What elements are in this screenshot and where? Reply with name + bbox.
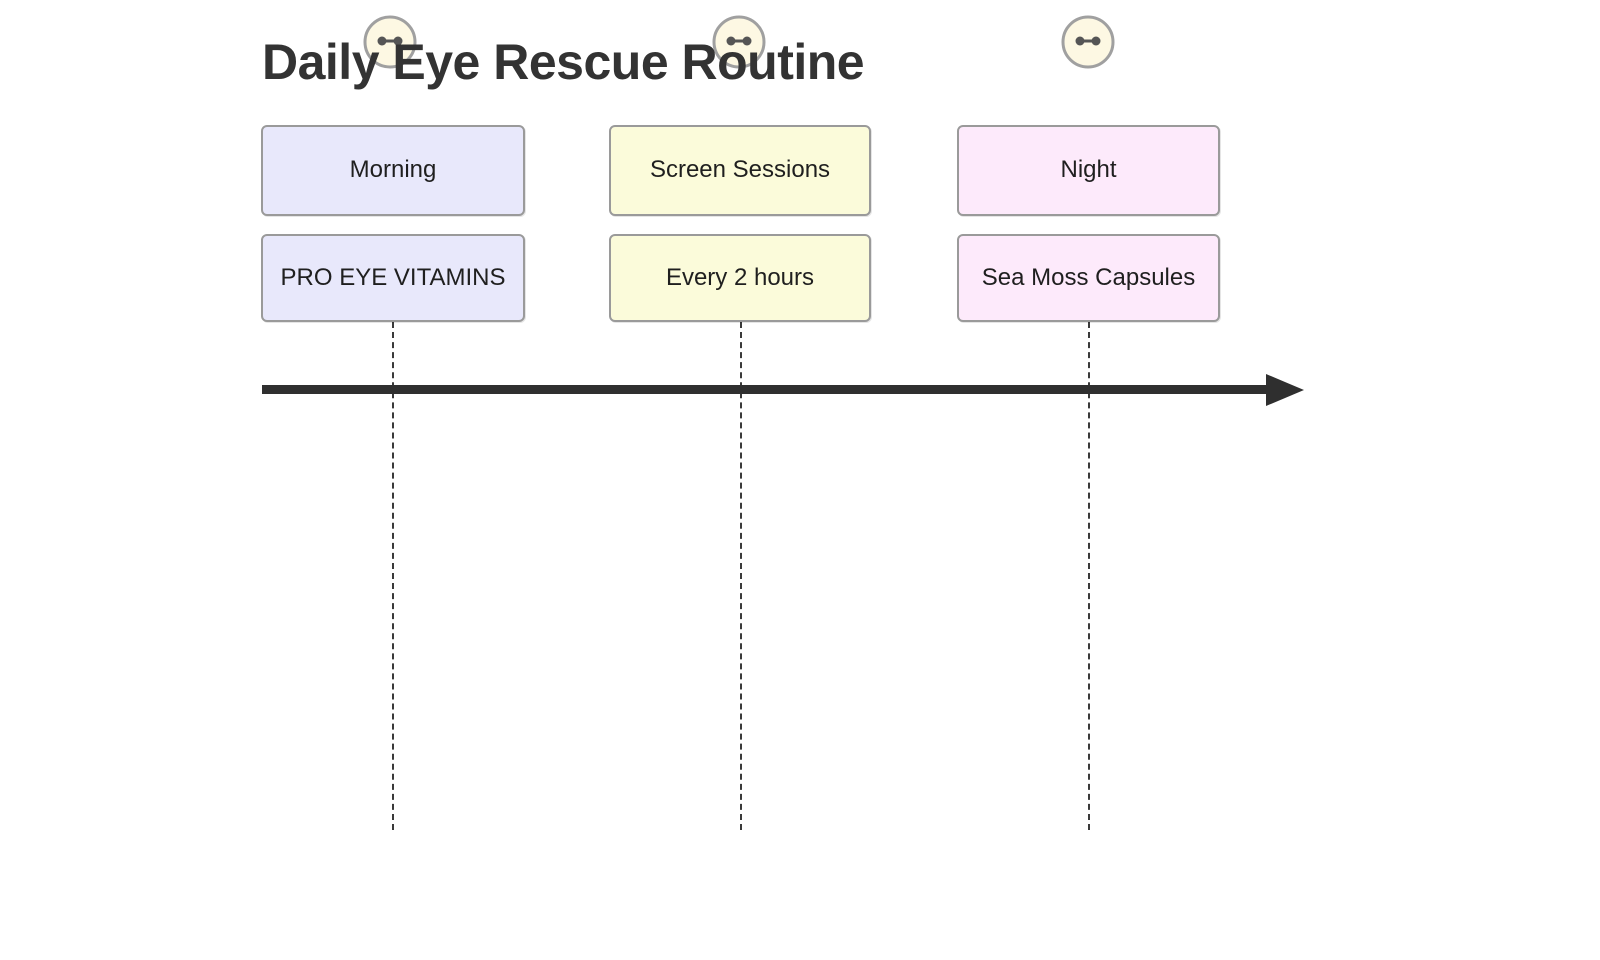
timeline-detail-label: Every 2 hours (665, 263, 815, 291)
timeline-detail-box-screen-sessions[interactable]: Every 2 hours (609, 234, 871, 322)
timeline-tick-morning (392, 322, 394, 830)
timeline-detail-label: PRO EYE VITAMINS (280, 263, 506, 291)
timeline-tick-screen-sessions (740, 322, 742, 830)
timeline-phase-box-night[interactable]: Night (957, 125, 1220, 216)
timeline-phase-box-morning[interactable]: Morning (261, 125, 525, 216)
eye-icon (1060, 14, 1116, 70)
timeline-axis-line (262, 385, 1272, 394)
timeline-phase-label: Morning (349, 156, 437, 184)
timeline-arrow-head-icon (1266, 374, 1304, 406)
timeline-tick-night (1088, 322, 1090, 830)
timeline-detail-label: Sea Moss Capsules (981, 263, 1196, 291)
page-title: Daily Eye Rescue Routine (262, 34, 865, 90)
timeline-detail-box-night[interactable]: Sea Moss Capsules (957, 234, 1220, 322)
eye-icon (362, 14, 418, 70)
timeline-detail-box-morning[interactable]: PRO EYE VITAMINS (261, 234, 525, 322)
timeline-phase-label: Night (1060, 156, 1117, 184)
timeline-phase-box-screen-sessions[interactable]: Screen Sessions (609, 125, 871, 216)
timeline-phase-label: Screen Sessions (649, 156, 831, 184)
eye-icon (711, 14, 767, 70)
